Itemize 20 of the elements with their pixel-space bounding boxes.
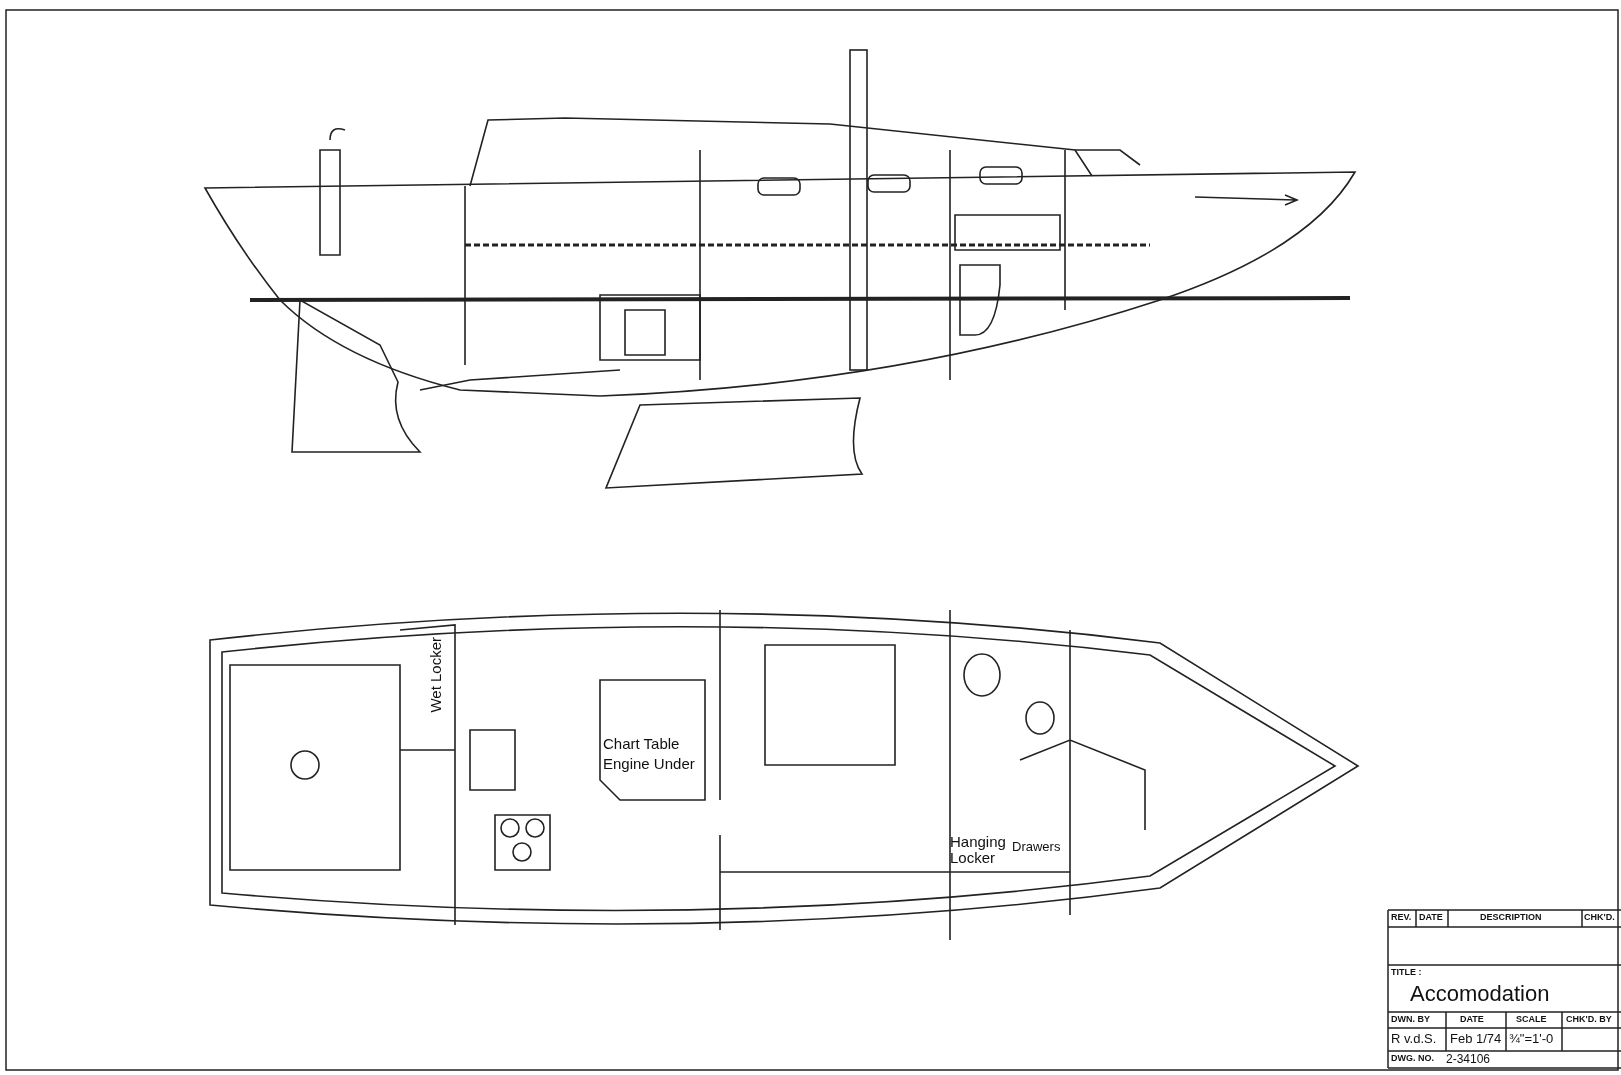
field-label: DWG. NO.	[1391, 1054, 1434, 1064]
column-header: DWN. BY	[1391, 1015, 1430, 1025]
table-value: R v.d.S.	[1391, 1032, 1437, 1046]
room-label: Wet Locker	[428, 637, 444, 713]
drawing-title: Accomodation	[1410, 982, 1550, 1006]
column-header: CHK'D. BY	[1566, 1015, 1612, 1025]
table-value: Feb 1/74	[1450, 1032, 1502, 1046]
room-label: Engine Under	[603, 756, 695, 772]
room-label: Drawers	[1012, 840, 1061, 854]
room-label: Hanging Locker	[950, 834, 1007, 866]
column-header: DATE	[1460, 1015, 1484, 1025]
column-header: CHK'D.	[1584, 913, 1615, 923]
room-label: Chart Table	[603, 736, 680, 752]
field-label: TITLE :	[1391, 968, 1422, 978]
drawing-number: 2-34106	[1446, 1053, 1491, 1066]
column-header: REV.	[1391, 913, 1412, 923]
column-header: SCALE	[1516, 1015, 1547, 1025]
table-value: ¾"=1'-0	[1509, 1032, 1554, 1046]
column-header: DATE	[1419, 913, 1443, 923]
column-header: DESCRIPTION	[1480, 913, 1542, 923]
